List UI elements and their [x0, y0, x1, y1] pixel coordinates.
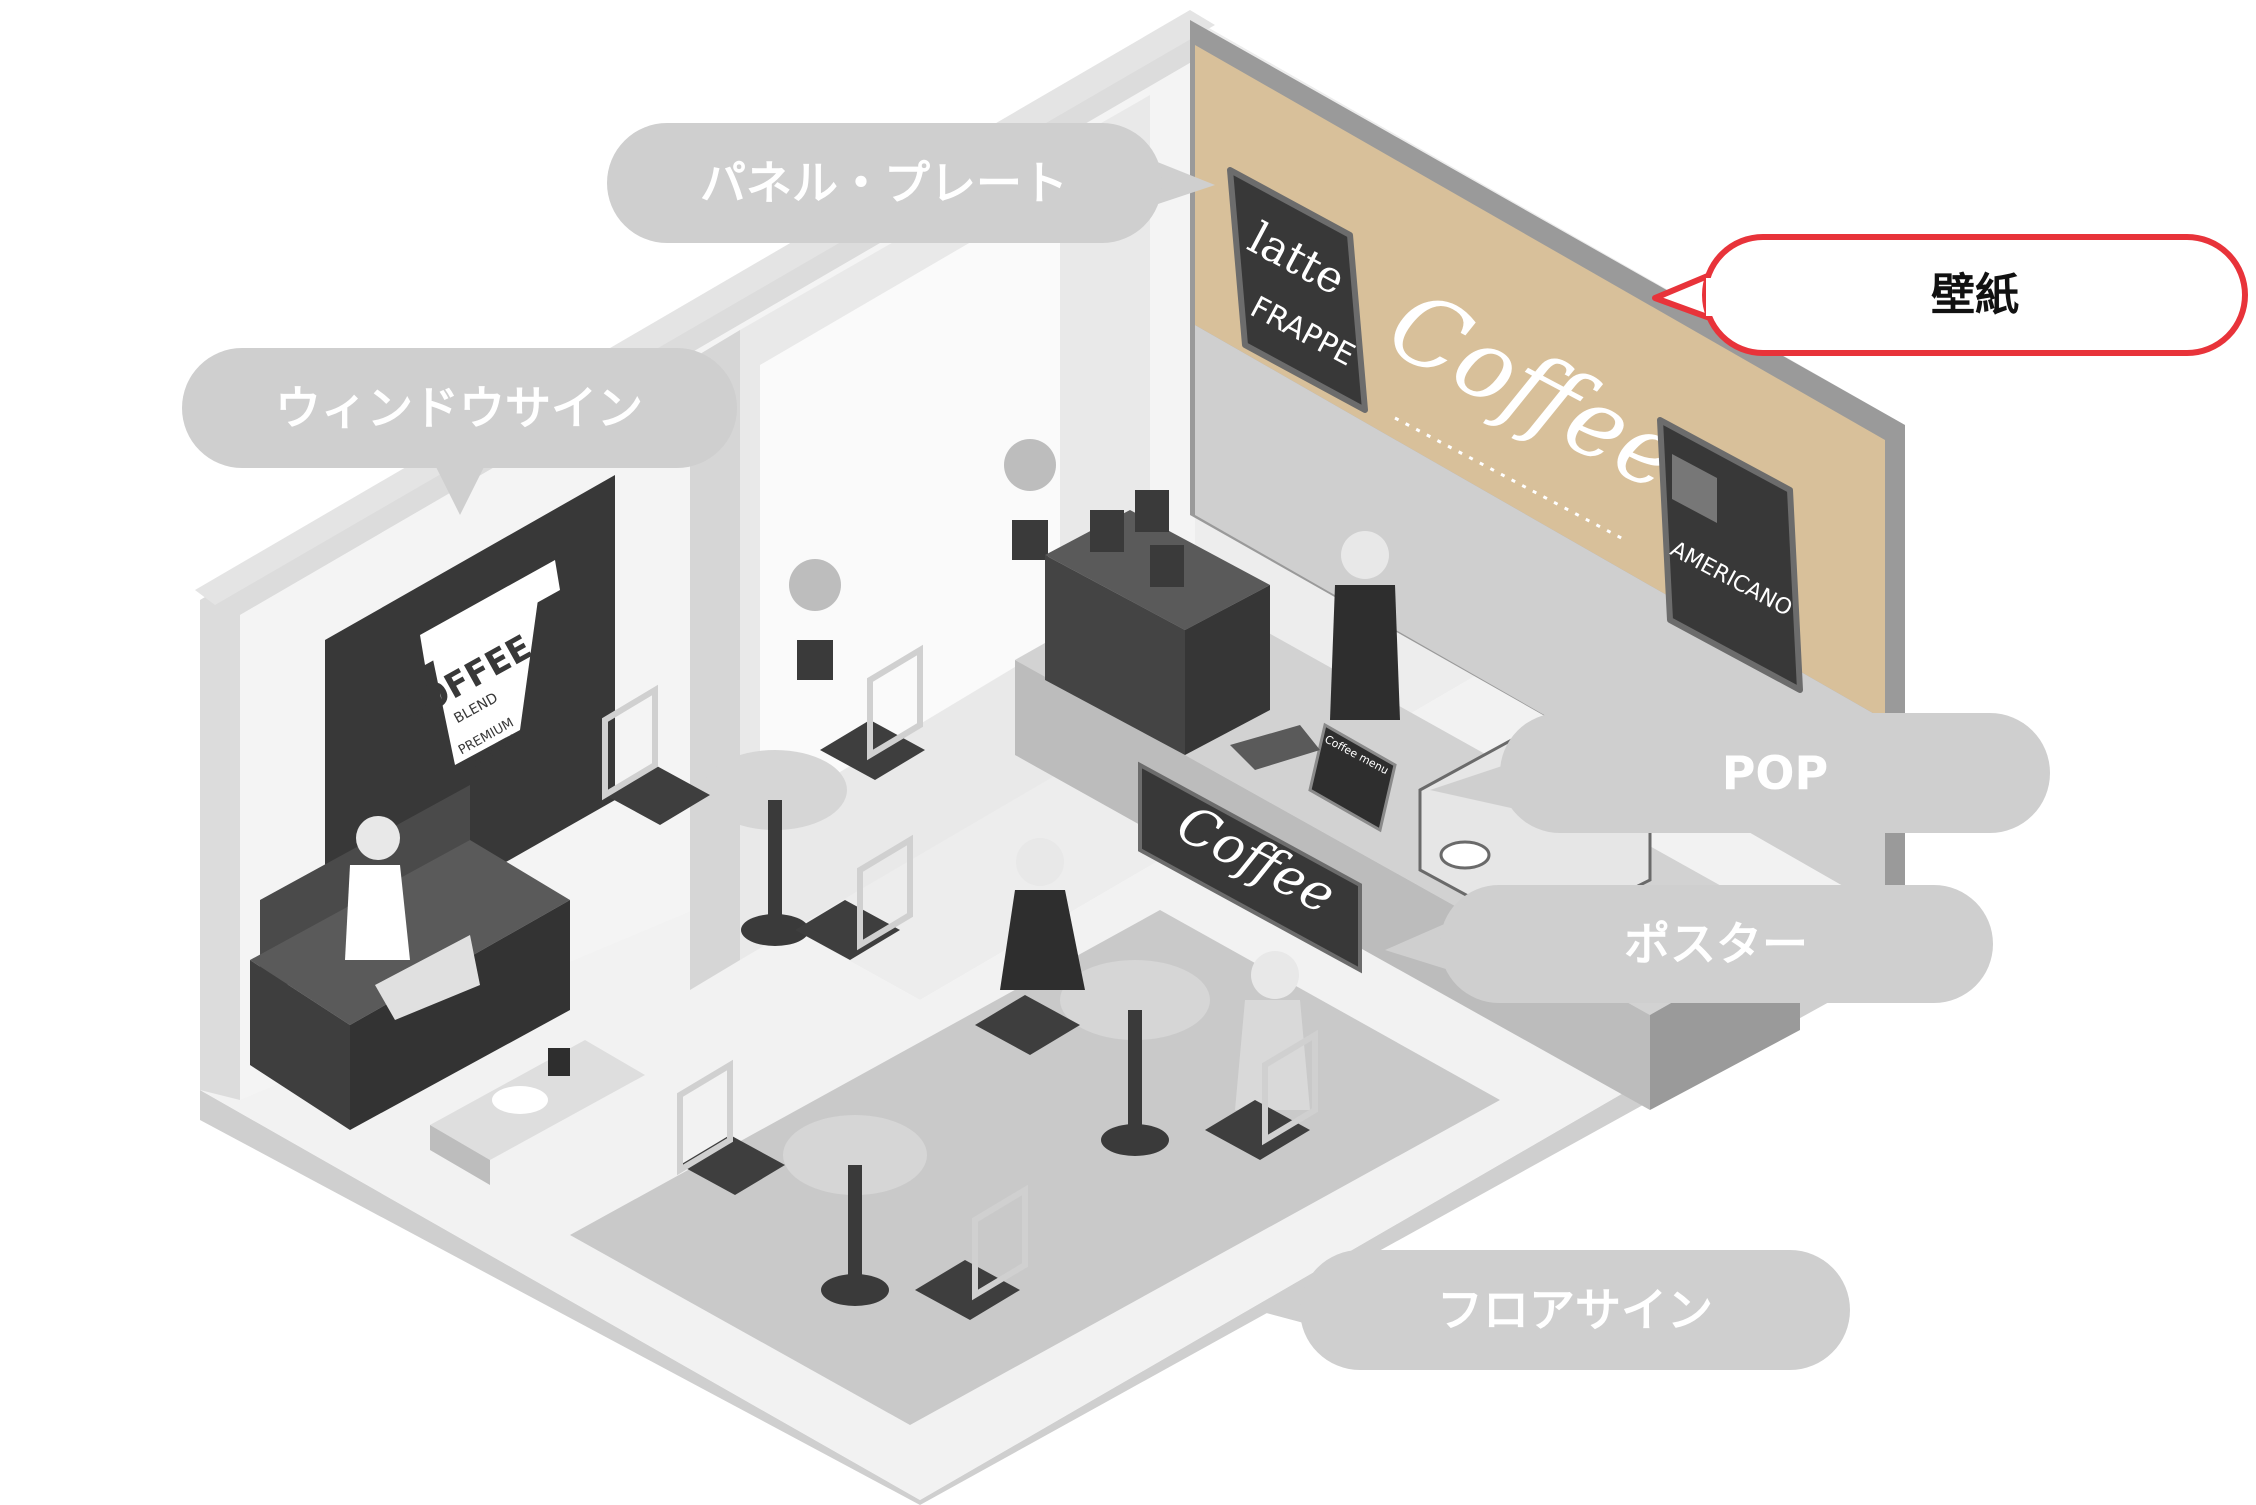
plant2-foliage [1004, 439, 1056, 491]
barista-head [1341, 531, 1389, 579]
coffee-table-side [430, 1125, 490, 1185]
table1-base [741, 914, 809, 946]
chair7-back [972, 1184, 1028, 1301]
table2-top [1060, 960, 1210, 1040]
callout-pop-label: POP [1722, 746, 1829, 800]
man-body [1235, 1000, 1310, 1110]
callout-wallpaper-bubble [1702, 234, 2248, 356]
callout-floor-sign-bubble [1300, 1250, 1850, 1370]
woman-head [1016, 838, 1064, 886]
woman-body [1000, 890, 1085, 990]
callout-poster-label: ポスター [1624, 917, 1808, 971]
callout-poster-bubble [1440, 885, 1993, 1003]
table3-base [821, 1274, 889, 1306]
furniture [602, 439, 1318, 1320]
chair3-seat [795, 900, 900, 960]
plant2-pot [1012, 520, 1048, 560]
plant1-pot [797, 640, 833, 680]
man-head [1251, 951, 1299, 999]
cup1 [1090, 510, 1124, 552]
chair2-back [867, 644, 923, 761]
sofa-seat [250, 840, 570, 1025]
sofa-area [250, 785, 645, 1185]
chair6-seat [680, 1135, 785, 1195]
table1-top [703, 750, 847, 830]
chair6-back [677, 1059, 733, 1176]
callout-window-sign-tail [430, 455, 490, 515]
sofa-side [350, 900, 570, 1130]
wall-panels: latte FRAPPE Coffee AMERICANO [1227, 167, 1803, 693]
callout-window-sign[interactable]: ウィンドウサイン [182, 348, 737, 515]
chair7-seat [915, 1260, 1020, 1320]
barista-body [1330, 585, 1400, 720]
callout-pop-tail [1430, 760, 1520, 810]
sofa-front [250, 960, 350, 1130]
donut [1439, 840, 1491, 870]
chair3-back [857, 834, 913, 951]
tablet [1230, 725, 1320, 770]
table3-top [783, 1115, 927, 1195]
cup3 [1150, 545, 1184, 587]
callout-floor-sign[interactable]: フロアサイン [1255, 1250, 1850, 1370]
pop-card-stand [1308, 722, 1397, 833]
sofa-person-head [356, 816, 400, 860]
table2-leg [1128, 1010, 1142, 1130]
window-logo-lid [420, 560, 560, 665]
callout-panel-plate-label: パネル・プレート [700, 156, 1068, 210]
callout-pop-bubble [1500, 713, 2050, 833]
callout-panel-plate[interactable]: パネル・プレート [607, 123, 1215, 243]
cup2 [1135, 490, 1169, 532]
table1-leg [768, 800, 782, 920]
panel-right-image [1672, 454, 1717, 523]
callout-floor-sign-label: フロアサイン [1437, 1283, 1713, 1337]
table2-base [1101, 1124, 1169, 1156]
callout-poster[interactable]: ポスター [1385, 885, 1993, 1003]
counter-poster-panel [1138, 761, 1362, 974]
chair5-back [1262, 1029, 1318, 1146]
plate [492, 1086, 548, 1114]
espresso-side [1185, 585, 1270, 755]
callout-wallpaper[interactable]: 壁紙 [1652, 234, 2248, 356]
espresso-front [1045, 555, 1185, 755]
callout-pop[interactable]: POP [1430, 713, 2050, 833]
callouts: パネル・プレート ウィンドウサイン 壁紙 POP ポスター [182, 123, 2248, 1370]
partition-opening [760, 190, 1060, 820]
callout-wallpaper-tail-cover [1706, 278, 1718, 316]
cup-table [548, 1048, 570, 1076]
partition-wall-front [690, 330, 740, 990]
panel-left [1227, 167, 1368, 413]
wall-coffee-dots [1394, 416, 1626, 542]
chair5-seat [1205, 1100, 1310, 1160]
callout-window-sign-label: ウィンドウサイン [275, 381, 643, 435]
chair4-seat [975, 995, 1080, 1055]
chair1-back [602, 684, 658, 801]
callout-wallpaper-label: 壁紙 [1931, 270, 2019, 321]
laptop [375, 935, 480, 1020]
table3-leg [848, 1165, 862, 1280]
callout-window-sign-bubble [182, 348, 737, 468]
sofa-person-body [345, 865, 410, 960]
plant1-foliage [789, 559, 841, 611]
callout-panel-plate-bubble [607, 123, 1162, 243]
